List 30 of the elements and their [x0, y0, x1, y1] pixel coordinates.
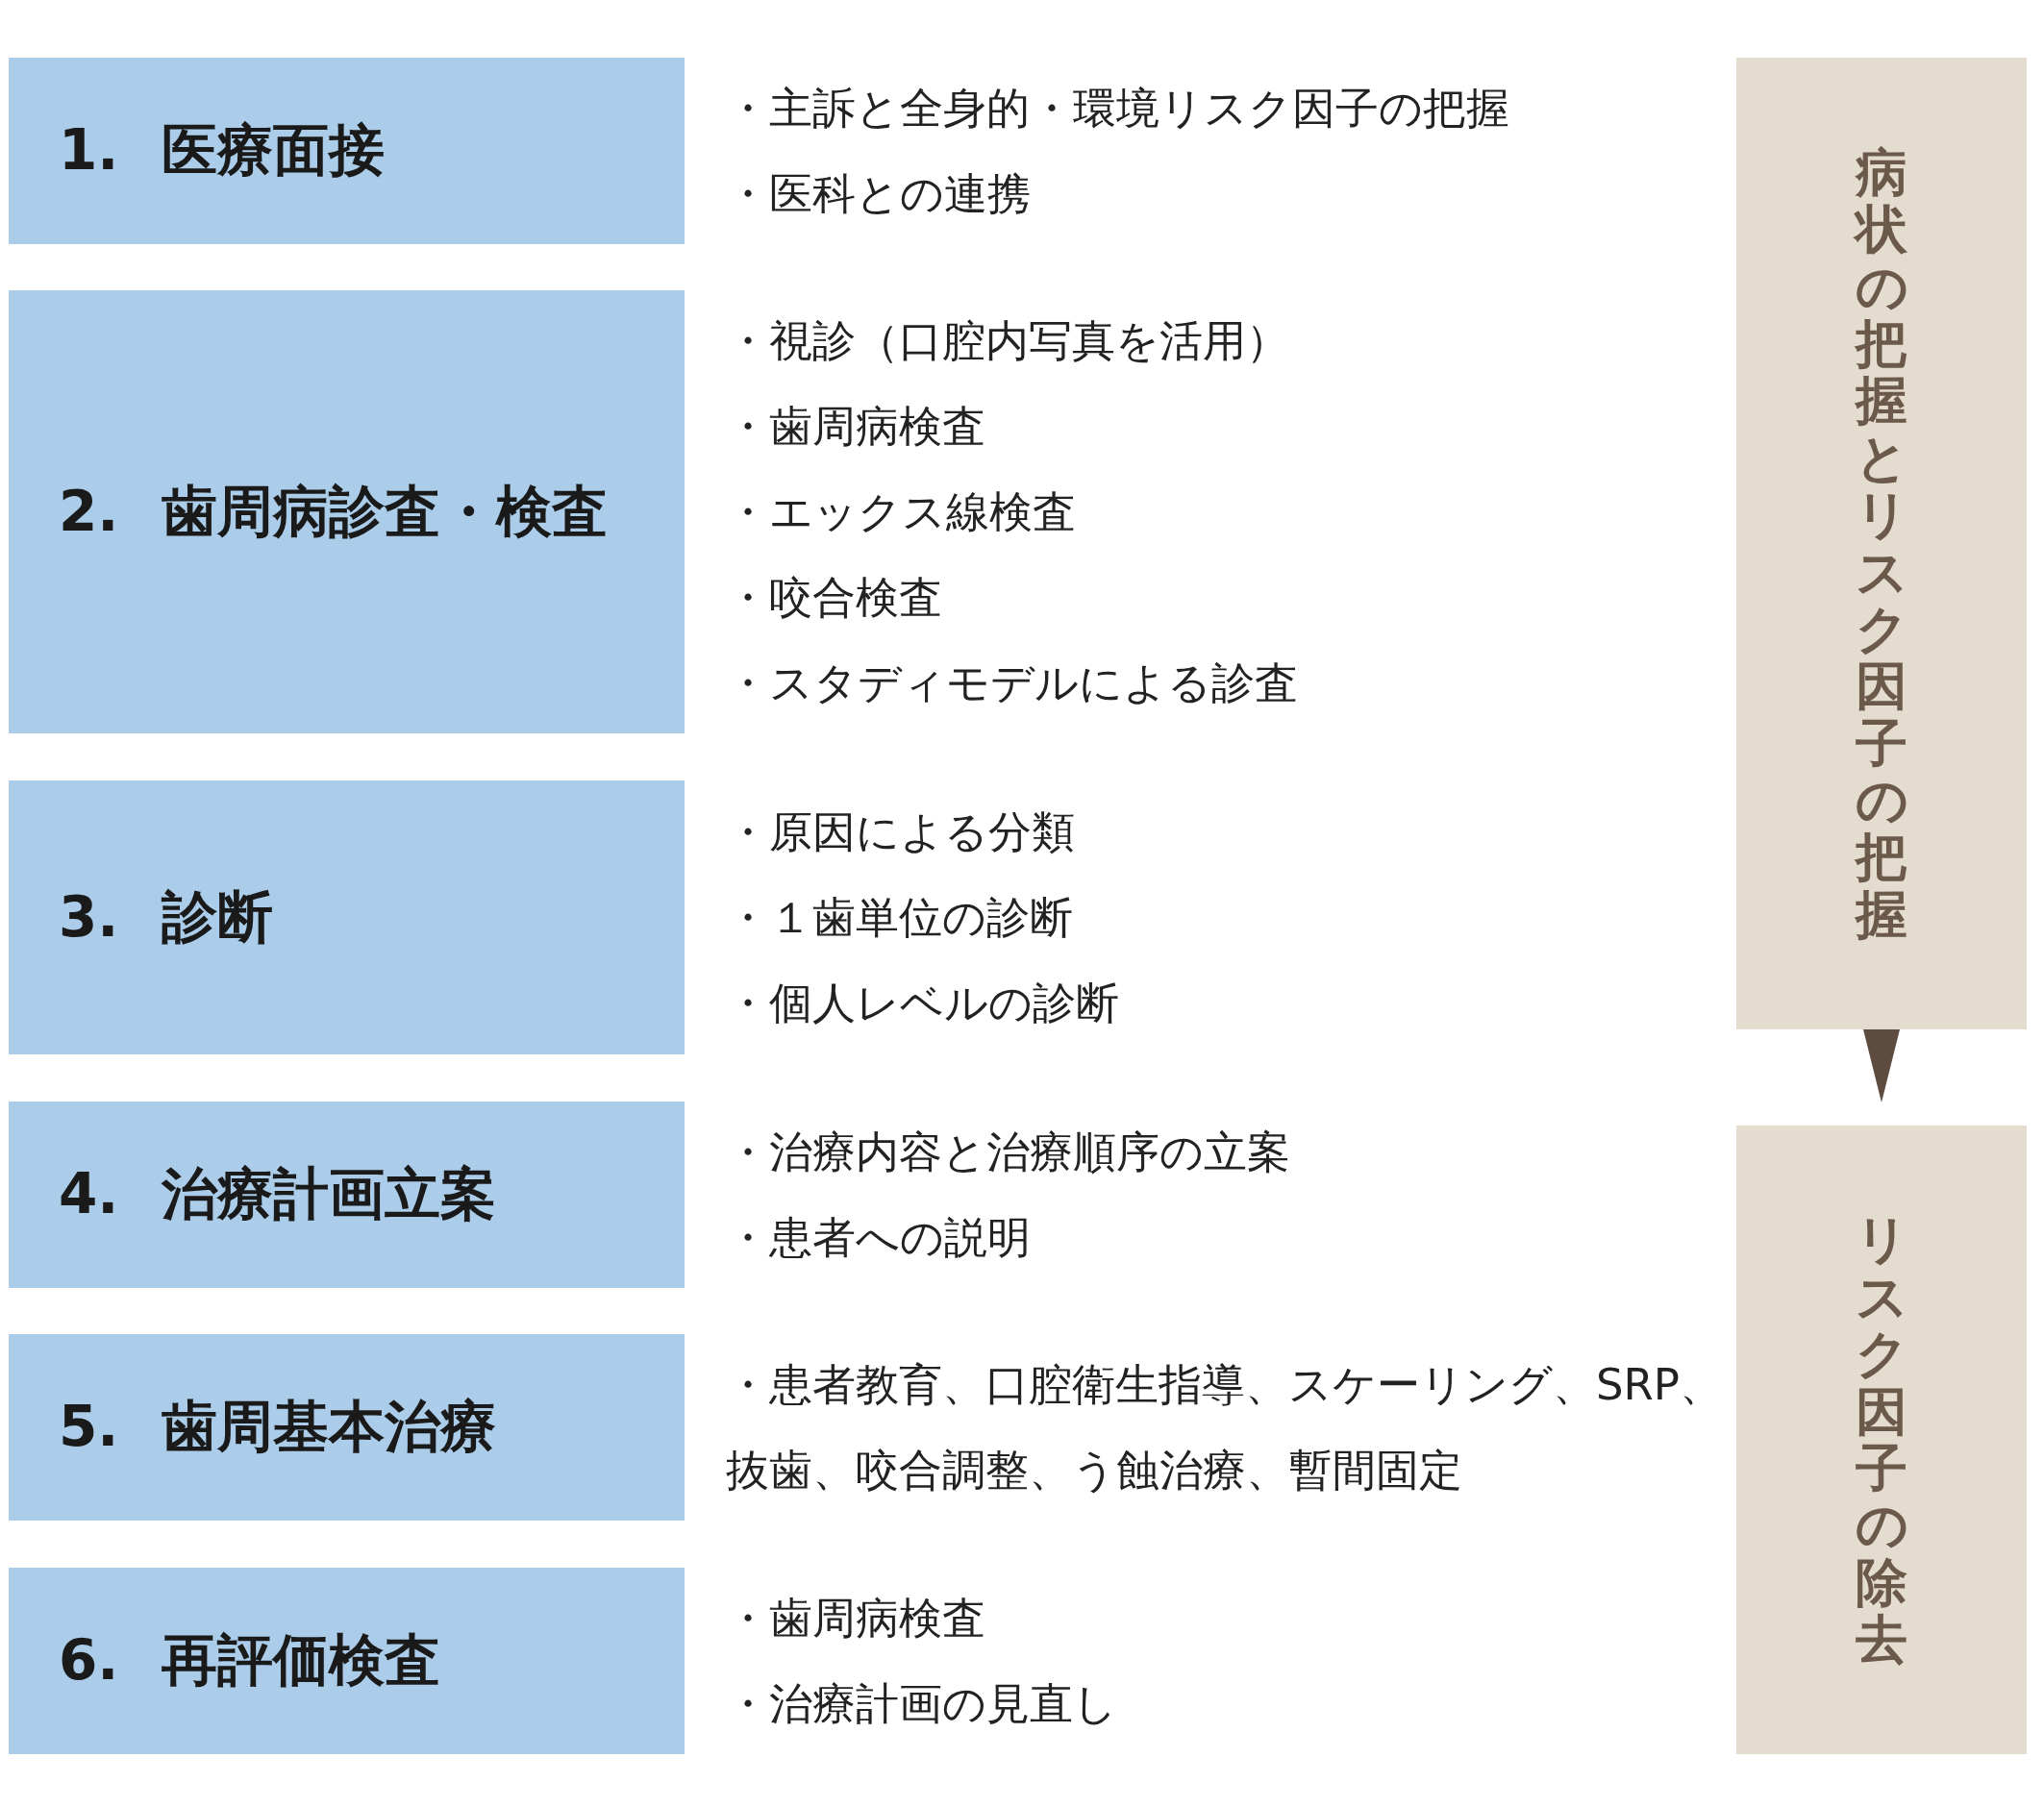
bullet-text: ・咬合検査: [726, 571, 943, 625]
bullet-text: ・主訴と全身的・環境リスク因子の把握: [726, 82, 1510, 136]
bullet-text: ・歯周病検査: [726, 1592, 986, 1646]
phase-label: リスク因子の除去: [1856, 1211, 1907, 1669]
bullet-text: ・エックス線検査: [726, 485, 1077, 539]
bullet-text: ・歯周病検査: [726, 400, 986, 454]
step-box: [9, 780, 685, 1054]
bullet-text: ・視診（口腔内写真を活用）: [726, 314, 1290, 368]
bullet-text: ・医科との連携: [726, 167, 1032, 221]
step-title: 2. 歯周病診査・検査: [59, 477, 608, 546]
bullet-text: ・患者教育、口腔衛生指導、スケーリング、SRP、抜歯、咬合調整、う蝕治療、暫間固定: [726, 1358, 1724, 1498]
bullet-text: ・個人レベルの診断: [726, 977, 1120, 1030]
step-title: 3. 診断: [59, 882, 273, 952]
step-title: 6. 再評価検査: [59, 1626, 440, 1695]
bullet-text: ・原因による分類: [726, 805, 1076, 859]
phase-band: [1736, 58, 2027, 1029]
step-box: [9, 58, 685, 244]
phase-band: [1736, 1126, 2027, 1754]
bullet-text: ・スタディモデルによる診査: [726, 656, 1299, 710]
bullet-text: ・患者への説明: [726, 1211, 1032, 1265]
bullet-text: ・１歯単位の診断: [726, 891, 1074, 945]
step-box: [9, 1334, 685, 1521]
step-box: [9, 1102, 685, 1288]
bullet-text: ・治療内容と治療順序の立案: [726, 1126, 1291, 1179]
step-title: 4. 治療計画立案: [59, 1160, 496, 1228]
bullet-text: ・治療計画の見直し: [726, 1677, 1118, 1731]
step-box: [9, 1568, 685, 1754]
step-box: [9, 290, 685, 733]
step-title: 1. 医療面接: [59, 116, 385, 185]
step-title: 5. 歯周基本治療: [59, 1393, 496, 1461]
